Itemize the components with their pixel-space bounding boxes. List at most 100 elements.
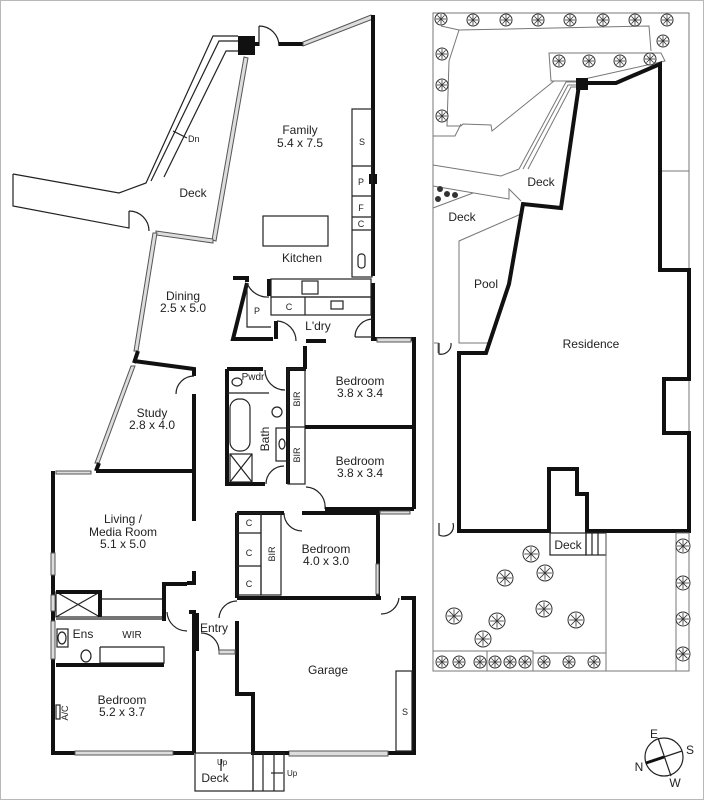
- tree-icon: [474, 630, 492, 648]
- tree-icon: [531, 13, 545, 27]
- garden-bed: [446, 29, 555, 132]
- compass-north: N: [635, 760, 644, 774]
- tree-icon: [537, 655, 551, 669]
- compass: E S N W: [635, 727, 694, 790]
- tree-icon: [613, 54, 627, 68]
- garden-bed: [532, 652, 607, 672]
- tree-icon: [445, 607, 463, 625]
- bedroom-label: Bedroom: [336, 454, 385, 468]
- wall: [233, 276, 249, 282]
- pier: [369, 174, 377, 184]
- compass-south: S: [686, 743, 694, 757]
- side-path: [434, 342, 439, 353]
- basin-icon: [56, 628, 69, 648]
- living-dims: 5.1 x 5.0: [100, 537, 146, 551]
- window: [50, 594, 56, 612]
- pool-outline: [458, 213, 522, 344]
- site-boundary: [432, 12, 690, 672]
- living-label: Living /: [104, 512, 143, 526]
- study-label: Study: [137, 406, 168, 420]
- tree-icon: [522, 545, 540, 563]
- tree-icon: [628, 13, 642, 27]
- fridge-label: F: [358, 203, 364, 213]
- ac-unit: [55, 704, 61, 720]
- wall: [56, 590, 102, 617]
- tree-icon: [552, 54, 566, 68]
- window: [155, 230, 214, 244]
- window: [55, 470, 92, 475]
- shower-cross: [55, 591, 101, 618]
- storage-label: S: [359, 137, 365, 147]
- cupboard-label: C: [286, 302, 293, 312]
- up-label: Up: [287, 769, 298, 778]
- tree-icon: [496, 569, 514, 587]
- deck-door-swing: [128, 210, 150, 232]
- bath-label: Bath: [258, 427, 272, 452]
- bedroom-door-swing: [305, 486, 326, 510]
- plant-icon: [437, 186, 443, 192]
- wall: [235, 621, 289, 755]
- plant-icon: [435, 196, 441, 202]
- toilet-icon: [231, 377, 243, 387]
- site-deck-label: Deck: [527, 175, 555, 189]
- cupboard-label: C: [246, 518, 253, 528]
- entry-door-swing: [218, 600, 238, 619]
- tree-icon: [435, 78, 449, 92]
- ensuite-label: Ens: [73, 627, 94, 641]
- bathtub-icon: [229, 398, 251, 452]
- tree-icon: [675, 575, 691, 591]
- door-swing: [200, 632, 220, 652]
- garage-door-swing: [380, 597, 400, 615]
- wir-shelf: [99, 646, 165, 664]
- down-arrow: [172, 130, 188, 139]
- tree-icon: [582, 54, 596, 68]
- pantry-door-swing: [246, 282, 270, 298]
- deck-outline: [432, 192, 474, 209]
- tree-icon: [435, 109, 449, 123]
- bir-label: BIR: [267, 546, 277, 562]
- wall: [230, 282, 273, 341]
- cooktop-icon: [301, 280, 319, 295]
- tree-icon: [675, 538, 691, 554]
- compass-west: W: [669, 776, 681, 790]
- window: [94, 365, 136, 464]
- gate-swing: [438, 522, 455, 537]
- deck-stair-line: [518, 81, 576, 170]
- tree-icon: [499, 13, 513, 27]
- trees: [434, 12, 691, 669]
- basin-icon: [278, 438, 286, 450]
- laundry-door-swing: [276, 320, 297, 342]
- garden-bed: [433, 123, 462, 137]
- window: [133, 232, 158, 352]
- window: [376, 337, 412, 343]
- garden-bed: [675, 532, 690, 672]
- tree-icon: [587, 655, 601, 669]
- dining-dims: 2.5 x 5.0: [160, 301, 206, 315]
- window: [218, 649, 236, 655]
- cupboard-label: C: [246, 579, 253, 589]
- pantry-label: P: [358, 177, 364, 187]
- bedroom-label: Bedroom: [98, 693, 147, 707]
- tree-icon: [473, 655, 487, 669]
- bedroom-dims: 4.0 x 3.0: [303, 554, 349, 568]
- tree-icon: [596, 13, 610, 27]
- sink-icon: [357, 253, 366, 269]
- garage-label: Garage: [308, 663, 348, 677]
- kitchen-island: [262, 215, 329, 247]
- deck-stair-line: [163, 50, 238, 178]
- steps: [585, 532, 607, 556]
- north-pointer: [645, 755, 665, 765]
- deck-stair-line: [527, 86, 576, 170]
- bedroom-dims: 5.2 x 3.7: [99, 705, 145, 719]
- built-in-robe: [260, 512, 282, 596]
- deck-stair-line: [150, 40, 238, 182]
- wall: [133, 359, 196, 376]
- pwdr-door-swing: [264, 369, 286, 391]
- family-door-swing: [258, 25, 280, 47]
- garage-storage-label: S: [402, 707, 408, 717]
- main-floor-plan: S P F C C P: [12, 14, 416, 792]
- window: [375, 563, 380, 595]
- study-door-swing: [175, 375, 195, 395]
- wir-label: WIR: [122, 630, 141, 641]
- family-label: Family: [282, 123, 317, 137]
